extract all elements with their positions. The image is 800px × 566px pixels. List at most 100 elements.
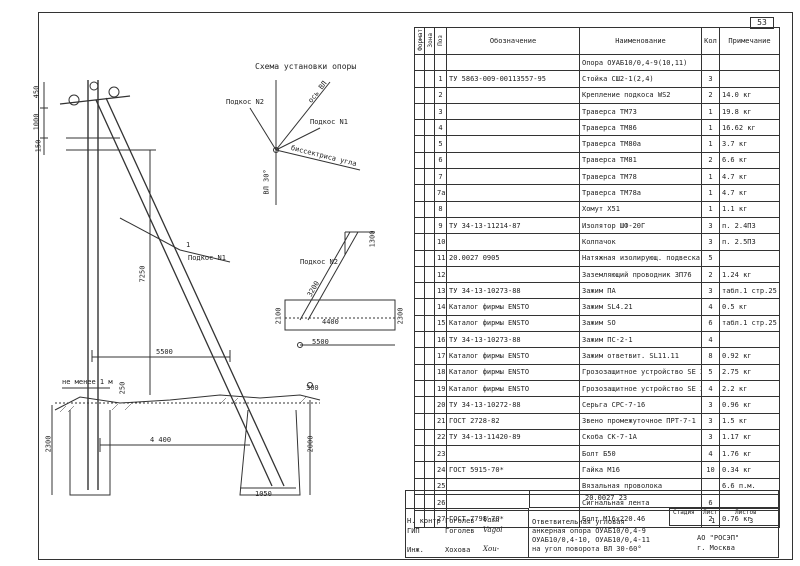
spec-cell-note: 4.7 кг bbox=[719, 168, 780, 186]
spec-cell-note: табл.1 стр.25 bbox=[719, 314, 780, 333]
spec-cell-pos: 12 bbox=[434, 265, 447, 284]
spec-cell-designation bbox=[446, 135, 580, 153]
spec-header-format: Формат bbox=[414, 27, 425, 55]
spec-cell-pos: 14 bbox=[434, 298, 447, 316]
dim-4400: 4 400 bbox=[150, 436, 172, 444]
spec-cell-note: 19.8 кг bbox=[719, 102, 780, 121]
spec-cell-format bbox=[414, 363, 425, 381]
spec-cell-name: Грозозащитное устройство SE 20.2 bbox=[579, 379, 702, 398]
spec-cell-name: Зажим ПА bbox=[579, 282, 702, 300]
spec-cell-pos: 8 bbox=[434, 200, 447, 218]
spec-cell-zone bbox=[424, 70, 435, 88]
spec-cell-zone bbox=[424, 363, 435, 381]
spec-cell-pos: 10 bbox=[434, 233, 447, 251]
spec-cell-pos: 9 bbox=[434, 216, 447, 235]
callout-1: 1 bbox=[186, 241, 191, 249]
name-2: Гоголев bbox=[445, 527, 475, 535]
spec-cell-designation bbox=[446, 151, 580, 170]
spec-cell-format bbox=[414, 53, 425, 72]
spec-cell-qty: 2 bbox=[701, 265, 720, 284]
spec-cell-format bbox=[414, 347, 425, 365]
spec-cell-designation bbox=[446, 233, 580, 251]
spec-cell-zone bbox=[424, 282, 435, 300]
spec-cell-zone bbox=[424, 151, 435, 170]
spec-cell-name: Грозозащитное устройство SE 20.1 bbox=[579, 363, 702, 381]
scheme-title: Схема установки опоры bbox=[255, 62, 357, 71]
spec-cell-qty: 4 bbox=[701, 331, 720, 349]
spec-cell-note: 6.6 кг bbox=[719, 151, 780, 170]
spec-cell-note: 16.62 кг bbox=[719, 119, 780, 137]
spec-cell-qty bbox=[701, 53, 720, 72]
dim-1050: 1050 bbox=[255, 490, 272, 498]
spec-cell-qty: 1 bbox=[701, 168, 720, 186]
spec-cell-format bbox=[414, 379, 425, 398]
spec-cell-designation bbox=[446, 53, 580, 72]
spec-cell-name: Изолятор ШФ-20Г bbox=[579, 216, 702, 235]
dim-7250: 7250 bbox=[138, 265, 147, 283]
spec-cell-pos: 17 bbox=[434, 347, 447, 365]
spec-cell-note: 1.17 кг bbox=[719, 428, 780, 447]
spec-cell-zone bbox=[424, 119, 435, 137]
spec-cell-qty: 5 bbox=[701, 363, 720, 381]
spec-cell-zone bbox=[424, 298, 435, 316]
detail-brace2-label: Подкос N2 bbox=[300, 258, 338, 266]
spec-cell-note: 2.2 кг bbox=[719, 379, 780, 398]
spec-cell-name: Хомут Х51 bbox=[579, 200, 702, 218]
spec-cell-format bbox=[414, 70, 425, 88]
spec-cell-format bbox=[414, 200, 425, 218]
spec-cell-pos: 3 bbox=[434, 102, 447, 121]
spec-cell-name: Заземляющий проводник ЗП76 bbox=[579, 265, 702, 284]
org-line-2: г. Москва bbox=[697, 544, 735, 552]
spec-cell-note: 0.5 кг bbox=[719, 298, 780, 316]
spec-cell-designation bbox=[446, 168, 580, 186]
spec-header-designation: Обозначение bbox=[446, 27, 580, 55]
title-block: 20.0027 23 Н. контр Гоголев Vasil ГИП Го… bbox=[405, 490, 779, 558]
spec-cell-name: Зажим SO bbox=[579, 314, 702, 333]
spec-cell-zone bbox=[424, 314, 435, 333]
spec-cell-qty: 4 bbox=[701, 445, 720, 463]
drawing-sheet bbox=[38, 12, 793, 560]
spec-cell-pos: 22 bbox=[434, 428, 447, 447]
spec-cell-note: п. 2.5ПЗ bbox=[719, 233, 780, 251]
spec-cell-name: Зажим ответвит. SL11.11 bbox=[579, 347, 702, 365]
spec-cell-zone bbox=[424, 265, 435, 284]
spec-cell-name: Траверса ТМ78 bbox=[579, 168, 702, 186]
spec-cell-zone bbox=[424, 428, 435, 447]
dim-2000: 2000 bbox=[306, 435, 315, 453]
spec-cell-designation: ТУ 5863-009-00113557-95 bbox=[446, 70, 580, 88]
spec-cell-format bbox=[414, 428, 425, 447]
role-3: Инж. bbox=[407, 546, 424, 554]
spec-cell-qty: 3 bbox=[701, 233, 720, 251]
spec-cell-name: Натяжная изолирующ. подвеска bbox=[579, 249, 702, 267]
spec-cell-zone bbox=[424, 445, 435, 463]
spec-cell-qty: 10 bbox=[701, 461, 720, 479]
spec-cell-note: 0.92 кг bbox=[719, 347, 780, 365]
spec-header-pos: Поз bbox=[434, 27, 447, 55]
detail-dim-4400: 4400 bbox=[322, 318, 339, 326]
spec-cell-pos: 1 bbox=[434, 70, 447, 88]
spec-cell-qty: 1 bbox=[701, 102, 720, 121]
spec-cell-note bbox=[719, 331, 780, 349]
dim-250: 250 bbox=[118, 381, 127, 395]
spec-header-qty: Кол bbox=[701, 27, 720, 55]
spec-cell-name: Болт Б50 bbox=[579, 445, 702, 463]
spec-cell-designation bbox=[446, 119, 580, 137]
signature-3: Xou- bbox=[483, 545, 500, 553]
name-1: Гоголев bbox=[445, 517, 475, 525]
spec-cell-designation: Каталог фирмы ENSTO bbox=[446, 379, 580, 398]
spec-cell-format bbox=[414, 298, 425, 316]
spec-cell-designation bbox=[446, 445, 580, 463]
spec-cell-qty: 4 bbox=[701, 379, 720, 398]
spec-cell-note: 2.75 кг bbox=[719, 363, 780, 381]
spec-cell-note: п. 2.4ПЗ bbox=[719, 216, 780, 235]
spec-cell-note: 3.7 кг bbox=[719, 135, 780, 153]
